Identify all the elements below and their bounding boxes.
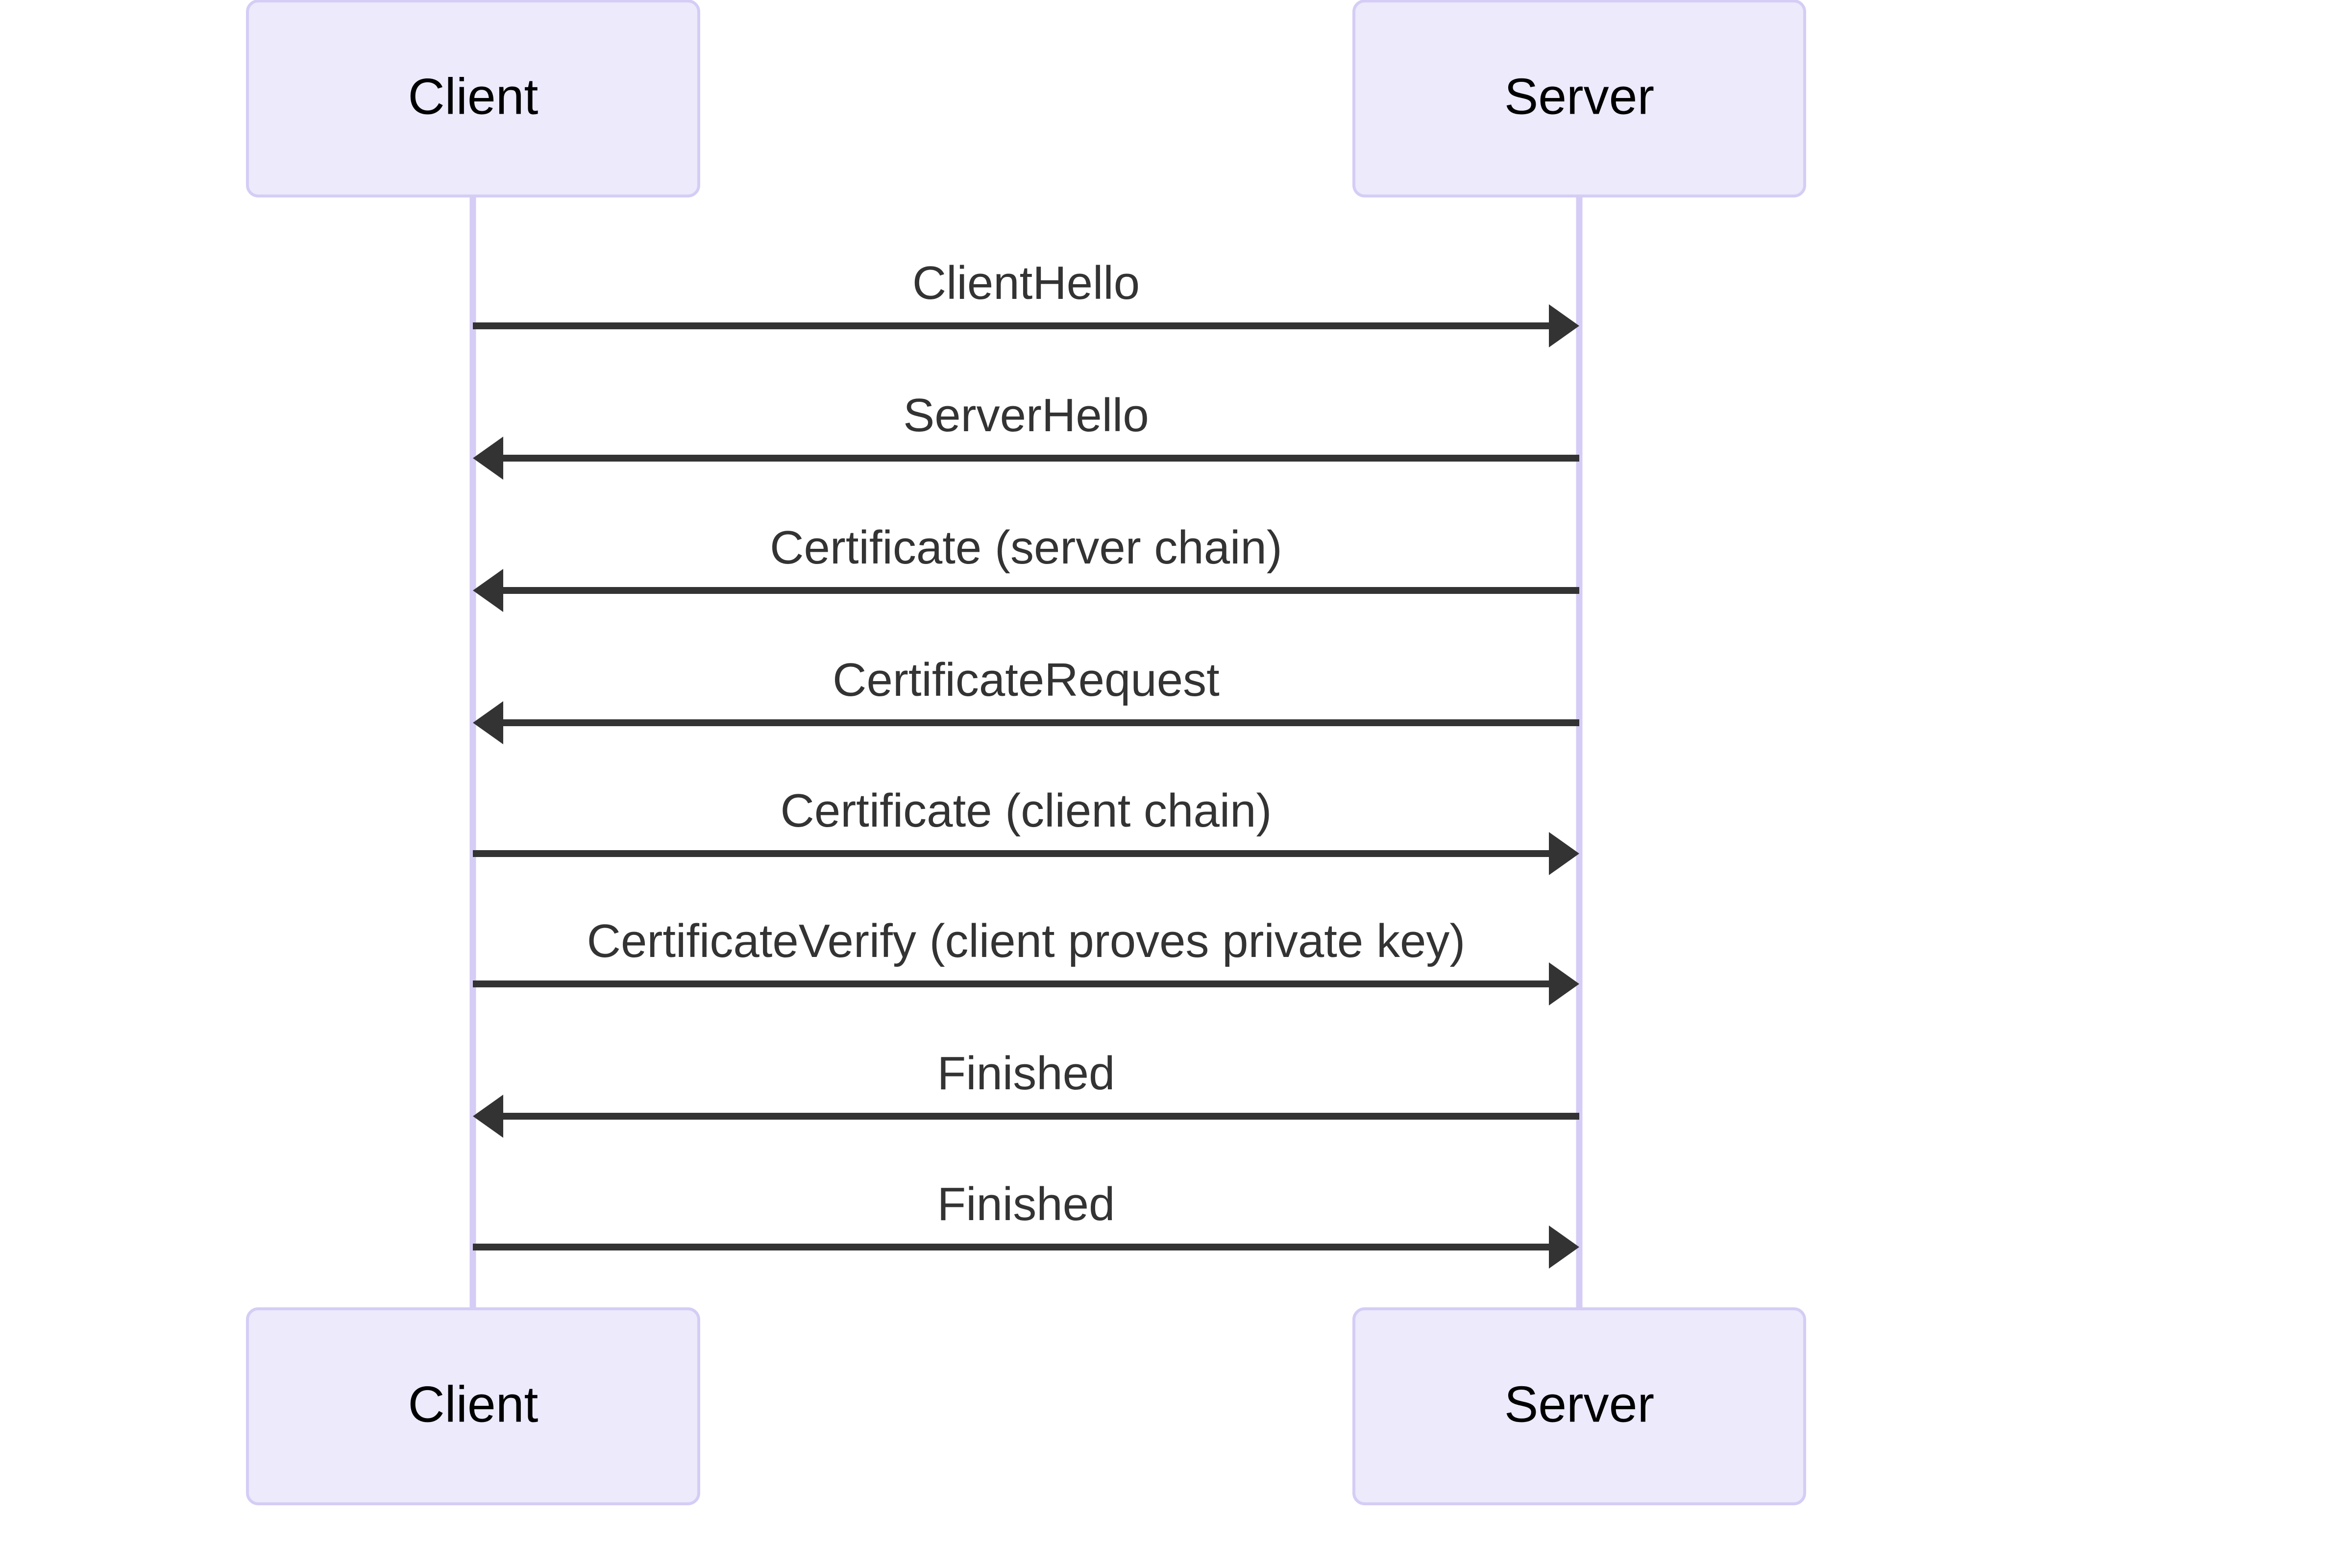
- message-arrowhead-4: [473, 701, 503, 744]
- message-label-8: Finished: [937, 1178, 1115, 1230]
- actor-label-server-top: Server: [1504, 68, 1654, 125]
- message-label-5: Certificate (client chain): [780, 784, 1272, 837]
- message-arrowhead-2: [473, 437, 503, 480]
- message-5[interactable]: Certificate (client chain): [473, 784, 1579, 875]
- actor-label-server-bottom: Server: [1504, 1376, 1654, 1433]
- actor-label-client-bottom: Client: [408, 1376, 539, 1433]
- message-label-4: CertificateRequest: [833, 654, 1220, 706]
- actor-client-bottom[interactable]: Client: [246, 1307, 700, 1505]
- actor-label-client-top: Client: [408, 68, 539, 125]
- message-arrowhead-7: [473, 1095, 503, 1138]
- message-arrowhead-5: [1549, 832, 1579, 875]
- actor-box-server-bottom: [1352, 1307, 1806, 1505]
- message-arrowhead-1: [1549, 304, 1579, 347]
- message-arrowhead-6: [1549, 962, 1579, 1005]
- actor-box-client-bottom: [246, 1307, 700, 1505]
- actor-server-top[interactable]: Server: [1352, 0, 1806, 197]
- message-label-2: ServerHello: [903, 389, 1149, 441]
- message-label-6: CertificateVerify (client proves private…: [587, 915, 1466, 967]
- message-3[interactable]: Certificate (server chain): [473, 521, 1579, 612]
- message-2[interactable]: ServerHello: [473, 389, 1579, 480]
- message-1[interactable]: ClientHello: [473, 257, 1579, 347]
- message-6[interactable]: CertificateVerify (client proves private…: [473, 915, 1579, 1005]
- message-label-3: Certificate (server chain): [770, 521, 1282, 574]
- message-label-1: ClientHello: [912, 257, 1140, 309]
- lifelines-layer: [469, 196, 1583, 1309]
- message-arrowhead-8: [1549, 1225, 1579, 1269]
- message-8[interactable]: Finished: [473, 1178, 1579, 1269]
- actor-box-client-top: [246, 0, 700, 197]
- message-arrowhead-3: [473, 569, 503, 612]
- message-4[interactable]: CertificateRequest: [473, 654, 1579, 744]
- message-7[interactable]: Finished: [473, 1047, 1579, 1138]
- actor-server-bottom[interactable]: Server: [1352, 1307, 1806, 1505]
- actor-client-top[interactable]: Client: [246, 0, 700, 197]
- message-label-7: Finished: [937, 1047, 1115, 1100]
- actor-box-server-top: [1352, 0, 1806, 197]
